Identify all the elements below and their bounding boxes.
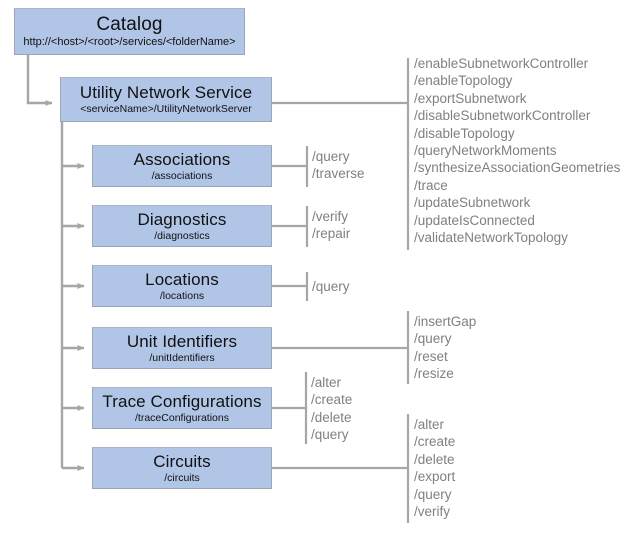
node-catalog[interactable]: Catalog http://<host>/<root>/services/<f… — [14, 8, 245, 55]
operation-item: /enableSubnetworkController — [414, 56, 589, 71]
node-locations-title: Locations — [145, 269, 219, 289]
operation-item: /insertGap — [414, 314, 477, 329]
node-trace-configurations-path: /traceConfigurations — [135, 411, 229, 424]
operations-associations: /query/traverse — [312, 148, 365, 183]
operation-item: /create — [414, 434, 456, 450]
node-locations-path: /locations — [159, 289, 205, 302]
node-unit-identifiers-path: /unitIdentifiers — [149, 351, 215, 364]
operation-item: /reset — [414, 348, 448, 364]
operation-item: /query — [311, 427, 349, 443]
node-associations[interactable]: Associations /associations — [92, 145, 272, 187]
operation-item: /verify — [414, 504, 451, 520]
operation-item: /enableTopology — [414, 73, 513, 89]
operation-item: /alter — [414, 417, 445, 432]
node-diagnostics-path: /diagnostics — [154, 229, 210, 242]
operation-item: /verify — [312, 209, 349, 224]
operation-item: /repair — [312, 226, 351, 242]
operation-item: /resize — [414, 366, 454, 382]
operation-item: /export — [414, 469, 456, 485]
operation-item: /updateIsConnected — [414, 212, 535, 228]
operation-item: /delete — [414, 451, 455, 467]
node-associations-title: Associations — [133, 149, 231, 169]
operation-item: /updateSubnetwork — [414, 195, 531, 211]
operation-item: /trace — [414, 177, 448, 193]
operations-unit-identifiers: /insertGap/query/reset/resize — [414, 313, 476, 383]
operation-item: /disableSubnetworkController — [414, 108, 591, 124]
node-unit-identifiers[interactable]: Unit Identifiers /unitIdentifiers — [92, 327, 272, 369]
operations-circuits: /alter/create/delete/export/query/verify — [414, 416, 455, 520]
operations-trace-configurations: /alter/create/delete/query — [311, 374, 352, 444]
node-circuits[interactable]: Circuits /circuits — [92, 447, 272, 489]
node-locations[interactable]: Locations /locations — [92, 265, 272, 307]
node-diagnostics[interactable]: Diagnostics /diagnostics — [92, 205, 272, 247]
node-unit-identifiers-title: Unit Identifiers — [126, 331, 238, 351]
node-utility-network-service-title: Utility Network Service — [79, 83, 253, 102]
node-utility-network-service[interactable]: Utility Network Service <serviceName>/Ut… — [60, 77, 272, 122]
node-circuits-title: Circuits — [153, 451, 211, 471]
node-diagnostics-title: Diagnostics — [137, 209, 227, 229]
operation-item: /queryNetworkMoments — [414, 143, 557, 159]
operation-item: /query — [414, 331, 452, 347]
operation-item: /exportSubnetwork — [414, 90, 527, 106]
node-utility-network-service-path: <serviceName>/UtilityNetworkServer — [80, 103, 252, 115]
operation-item: /alter — [311, 375, 342, 390]
node-circuits-path: /circuits — [164, 471, 200, 484]
node-trace-configurations-title: Trace Configurations — [102, 391, 262, 411]
node-catalog-title: Catalog — [96, 14, 163, 35]
wire-catalog-to-service — [26, 55, 53, 106]
operation-item: /validateNetworkTopology — [414, 230, 568, 246]
operation-item: /synthesizeAssociationGeometries — [414, 160, 621, 176]
node-trace-configurations[interactable]: Trace Configurations /traceConfiguration… — [92, 387, 272, 429]
operation-item: /delete — [311, 409, 352, 425]
operations-diagnostics: /verify/repair — [312, 208, 350, 243]
operation-item: /query — [312, 149, 350, 164]
operations-locations: /query — [312, 278, 350, 295]
node-catalog-path: http://<host>/<root>/services/<folderNam… — [23, 36, 236, 48]
node-associations-path: /associations — [151, 169, 213, 182]
operation-item: /disableTopology — [414, 125, 515, 141]
operation-item: /create — [311, 392, 353, 408]
operations-utility-network-service: /enableSubnetworkController/enableTopolo… — [414, 55, 620, 246]
operation-item: /query — [414, 486, 452, 502]
operation-item: /traverse — [312, 166, 365, 182]
operation-item: /query — [312, 279, 350, 294]
